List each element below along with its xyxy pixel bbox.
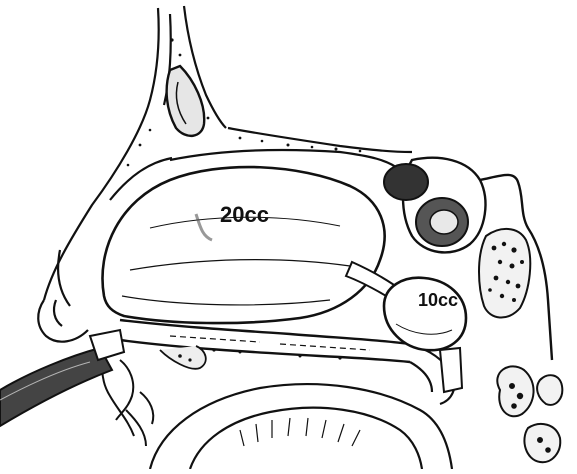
posterior-balloon-volume-label: 10cc	[418, 290, 458, 310]
anterior-balloon-volume-label: 20cc	[220, 202, 269, 227]
